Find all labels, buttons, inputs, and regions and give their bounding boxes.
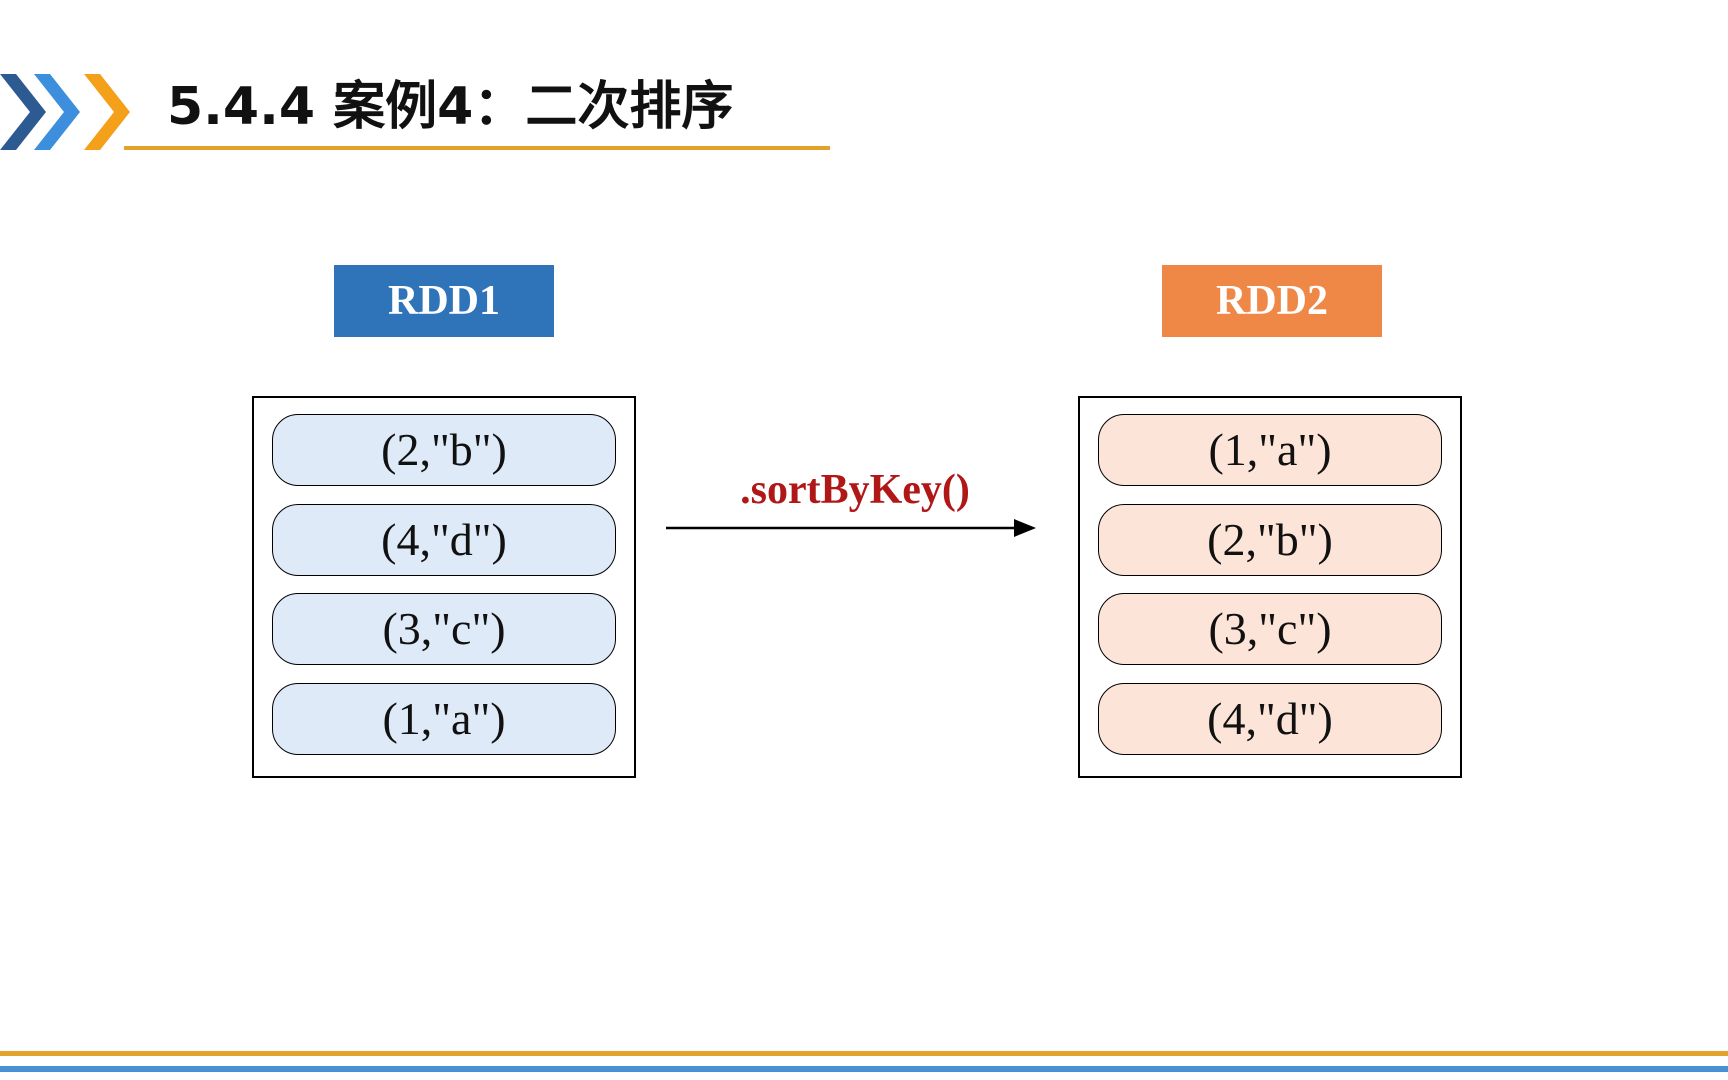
rdd1-record: (3,"c") (272, 593, 616, 665)
rdd1-record: (1,"a") (272, 683, 616, 755)
footer-line-orange (0, 1051, 1728, 1056)
operation-label: .sortByKey() (740, 467, 970, 513)
rdd2-label: RDD2 (1162, 265, 1382, 337)
chevron-arrows-icon (0, 74, 130, 150)
rdd2-record: (3,"c") (1098, 593, 1442, 665)
rdd1-record: (4,"d") (272, 504, 616, 576)
rdd2-record: (2,"b") (1098, 504, 1442, 576)
rdd2-record: (1,"a") (1098, 414, 1442, 486)
footer-line-blue (0, 1066, 1728, 1072)
rdd1-record: (2,"b") (272, 414, 616, 486)
slide-title: 5.4.4 案例4：二次排序 (167, 77, 734, 137)
title-underline (124, 146, 830, 150)
right-arrow-icon (666, 519, 1036, 537)
rdd1-box: (2,"b") (4,"d") (3,"c") (1,"a") (252, 396, 636, 778)
rdd2-box: (1,"a") (2,"b") (3,"c") (4,"d") (1078, 396, 1462, 778)
rdd2-record: (4,"d") (1098, 683, 1442, 755)
rdd1-label: RDD1 (334, 265, 554, 337)
